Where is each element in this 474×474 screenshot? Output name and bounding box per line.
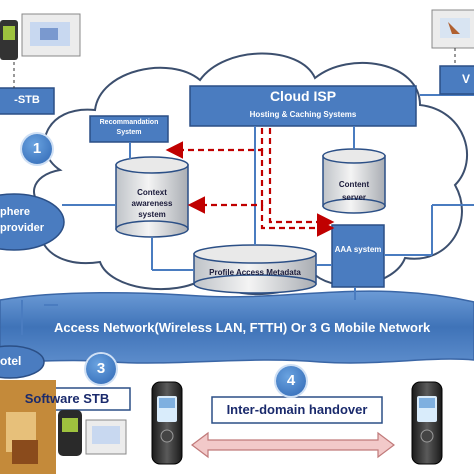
context-awareness-label: Context awareness system <box>131 188 173 219</box>
hotel-node <box>0 345 45 379</box>
cloud-isp-subtitle: Hosting & Caching Systems <box>249 110 357 119</box>
mobile-phone-left <box>151 381 183 465</box>
sphere-provider-node <box>0 193 65 251</box>
content-server-cylinder <box>322 148 386 214</box>
step-badge-1: 1 <box>22 134 52 164</box>
software-stb-label: Software STB <box>24 391 110 406</box>
device-image-top-right <box>431 9 474 66</box>
right-partial-label: V <box>462 72 471 86</box>
recommendation-label: Recommandation System <box>99 119 159 136</box>
context-awareness-cylinder <box>115 156 189 238</box>
handover-arrow <box>191 431 395 459</box>
hotel-label: otel <box>0 354 22 368</box>
profile-access-label: Profile Access Metadata <box>209 268 301 277</box>
device-image-top-left <box>0 13 81 88</box>
sphere-provider-label-1: phere <box>0 206 30 218</box>
handover-box <box>211 396 383 424</box>
step-badge-4: 4 <box>276 366 306 396</box>
connector-lines <box>21 94 474 335</box>
step-badge-3: 3 <box>86 354 116 384</box>
stb-box <box>0 87 55 115</box>
handover-label: Inter-domain handover <box>226 402 368 417</box>
access-network-label: Access Network(Wireless LAN, FTTH) Or 3 … <box>54 320 431 335</box>
dashed-flow-arrows <box>165 128 335 237</box>
aaa-box <box>331 224 385 288</box>
stb-label: -STB <box>14 94 40 106</box>
right-partial-box <box>439 65 474 95</box>
cloud-isp-title: Cloud ISP <box>269 88 337 104</box>
mobile-phone-right <box>411 381 443 465</box>
cloud-isp-box <box>189 85 417 127</box>
content-server-label: Content server <box>338 180 370 202</box>
device-image-bottom-left <box>0 380 127 474</box>
sphere-provider-label-2: provider <box>0 222 45 234</box>
profile-access-cylinder <box>193 244 317 294</box>
aaa-label: AAA system <box>334 245 382 254</box>
